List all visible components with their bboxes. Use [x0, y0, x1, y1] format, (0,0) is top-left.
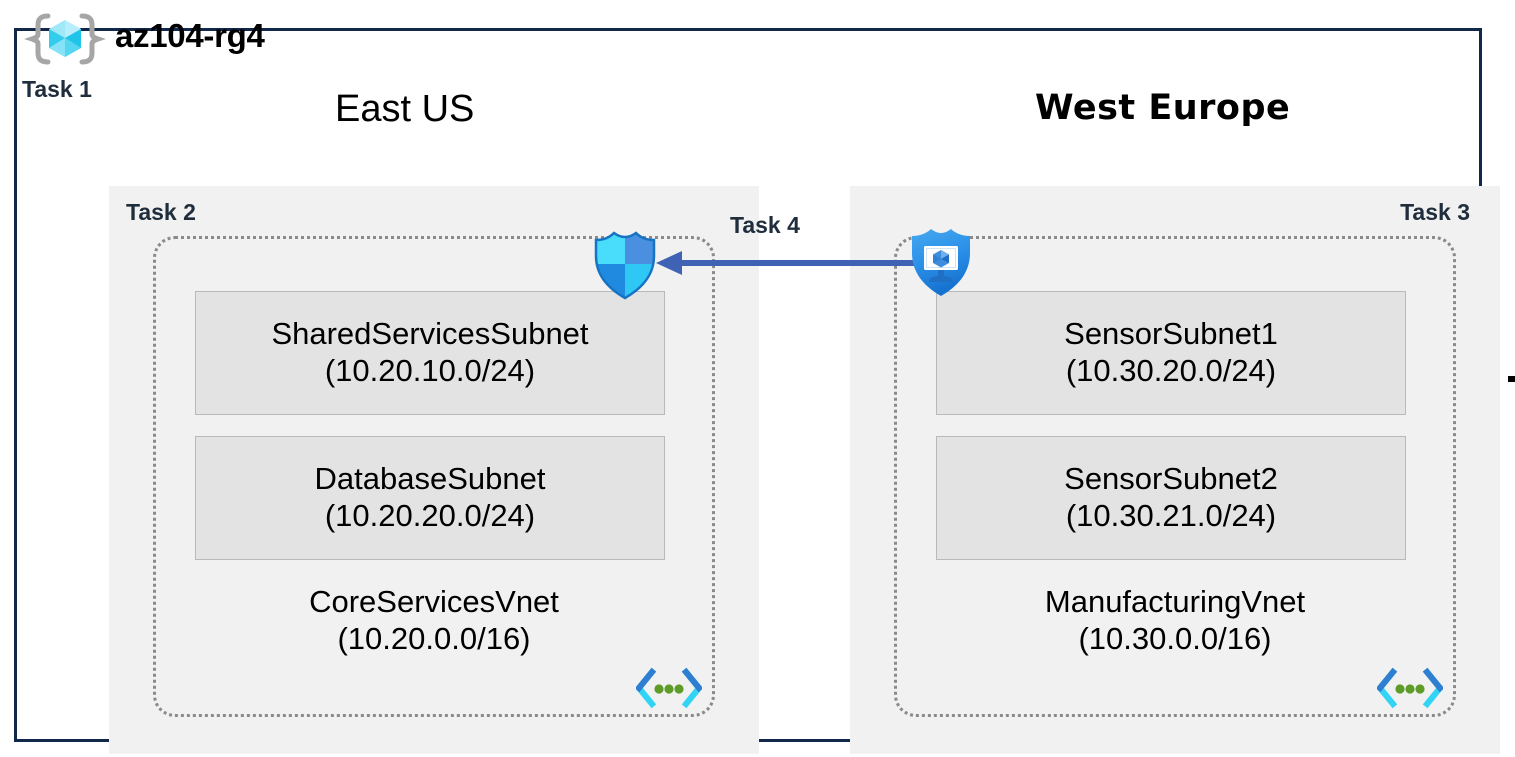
subnet-sensor-2[interactable]: SensorSubnet2 (10.30.21.0/24) — [936, 436, 1406, 560]
subnet-sensor-1[interactable]: SensorSubnet1 (10.30.20.0/24) — [936, 291, 1406, 415]
defender-protected-vm-shield-icon[interactable] — [905, 224, 977, 298]
vnet-peering-arrow — [656, 251, 918, 275]
subnet-cidr: (10.30.21.0/24) — [1065, 498, 1277, 533]
subnet-name: SensorSubnet2 — [1064, 461, 1278, 497]
subnet-cidr: (10.20.10.0/24) — [324, 353, 536, 388]
task-label-2: Task 2 — [126, 199, 196, 225]
title-border-gap — [35, 51, 353, 65]
vnet-caption: CoreServicesVnet (10.20.0.0/16) — [156, 584, 712, 657]
vnet-caption: ManufacturingVnet (10.30.0.0/16) — [897, 584, 1453, 657]
vnet-cidr: (10.30.0.0/16) — [1078, 620, 1272, 656]
vnet-brackets-icon — [1377, 667, 1443, 709]
vnet-brackets-icon — [636, 667, 702, 709]
subnet-name: DatabaseSubnet — [314, 461, 546, 497]
subnet-cidr: (10.20.20.0/24) — [324, 498, 536, 533]
region-panel-east-us: Task 2 SharedServicesSubnet (10.20.10.0/… — [109, 186, 759, 754]
vnet-core-services[interactable]: SharedServicesSubnet (10.20.10.0/24) Dat… — [153, 236, 715, 717]
vnet-cidr: (10.20.0.0/16) — [337, 620, 531, 656]
subnet-shared-services[interactable]: SharedServicesSubnet (10.20.10.0/24) — [195, 291, 665, 415]
subnet-name: SensorSubnet1 — [1064, 316, 1278, 352]
subnet-name: SharedServicesSubnet — [271, 316, 589, 352]
vnet-name: CoreServicesVnet — [309, 584, 559, 619]
resource-group-title: az104-rg4 — [115, 17, 265, 54]
task-label-3: Task 3 — [1400, 199, 1470, 225]
resource-group-frame: Task 2 SharedServicesSubnet (10.20.10.0/… — [14, 28, 1500, 754]
vnet-manufacturing[interactable]: SensorSubnet1 (10.30.20.0/24) SensorSubn… — [894, 236, 1456, 717]
region-heading-east-us: East US — [335, 88, 475, 130]
edge-artifact-mark — [1508, 376, 1515, 382]
task-label-4: Task 4 — [730, 212, 800, 238]
region-heading-west-europe: West Europe — [1035, 88, 1291, 128]
subnet-database[interactable]: DatabaseSubnet (10.20.20.0/24) — [195, 436, 665, 560]
vnet-name: ManufacturingVnet — [1044, 584, 1306, 619]
task-label-1: Task 1 — [22, 76, 92, 102]
firewall-shield-icon[interactable] — [590, 228, 660, 300]
resource-group-cube-icon — [24, 13, 106, 65]
subnet-cidr: (10.30.20.0/24) — [1065, 353, 1277, 388]
